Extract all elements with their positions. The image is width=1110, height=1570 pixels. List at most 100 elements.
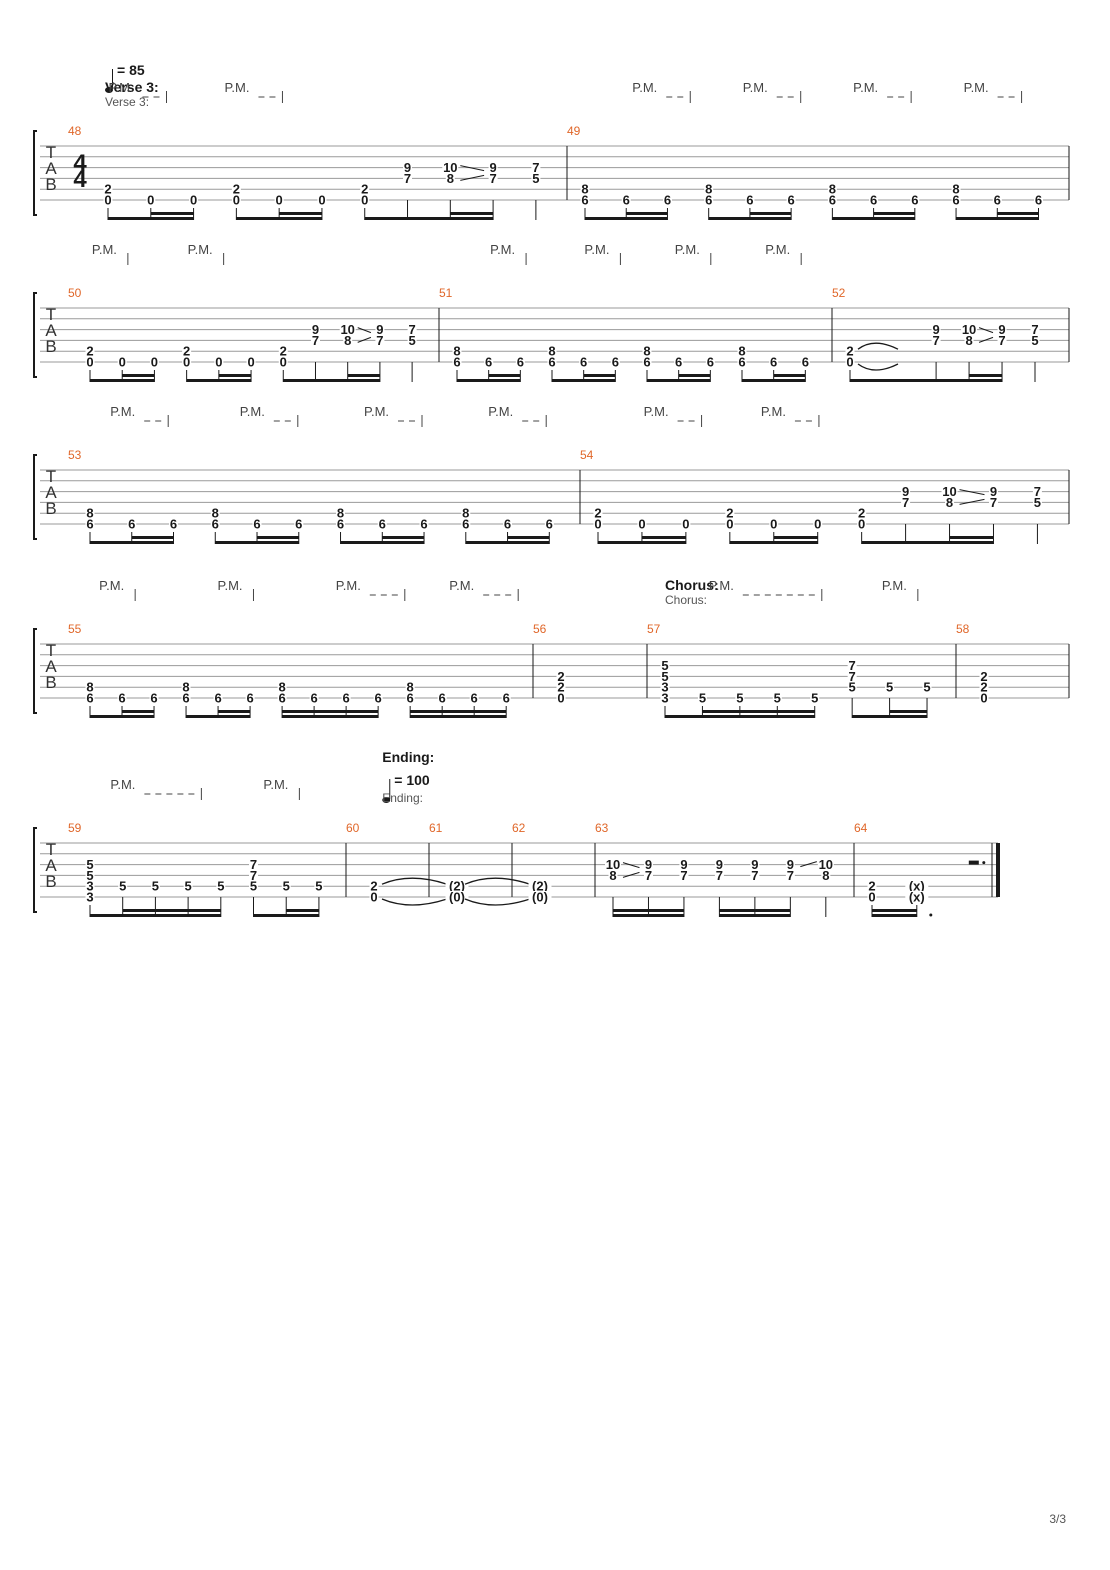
fret-number: 6 [581, 193, 588, 208]
fret-bg [146, 194, 156, 206]
slide-line [622, 871, 640, 878]
fret-bg [642, 345, 652, 358]
fret-bg [377, 518, 387, 530]
fret-bg [931, 334, 941, 347]
fret-number: 9 [932, 322, 939, 337]
beam [215, 541, 258, 544]
palm-mute-label: P.M. [364, 404, 389, 419]
fret-number: 2 [86, 344, 93, 359]
fret-bg [85, 891, 95, 903]
fret-bg [997, 334, 1007, 347]
fret-number: 5 [86, 868, 93, 883]
fret-bg [951, 194, 961, 206]
fret-number: 8 [738, 344, 745, 359]
fret-bg [800, 356, 810, 368]
beam-secondary [382, 536, 425, 539]
fret-number: 6 [994, 193, 1001, 208]
fret-bg [857, 518, 867, 530]
beam [279, 217, 322, 220]
fret-number: 10 [942, 484, 956, 499]
fret-bg [901, 496, 911, 509]
tie-arc [857, 363, 899, 371]
beam [773, 379, 806, 382]
fret-bg [317, 194, 327, 206]
fret-bg [360, 183, 370, 196]
fret-number: 5 [736, 691, 743, 706]
fret-bg [118, 880, 128, 893]
fret-number: 8 [822, 868, 829, 883]
section-title: Ending: [382, 749, 434, 765]
tab-clef-letter: B [45, 499, 56, 518]
fret-number: 6 [471, 691, 478, 706]
tab-clef-letter: B [45, 872, 56, 891]
beam [122, 379, 155, 382]
fret-bg [827, 183, 837, 196]
fret-number: 0 [361, 193, 368, 208]
fret-bg [637, 518, 647, 530]
fret-bg [660, 670, 670, 683]
fret-bg [964, 334, 974, 347]
beam-secondary [122, 374, 155, 377]
beam [956, 217, 998, 220]
fret-number: 2 [280, 344, 287, 359]
fret-number: 5 [86, 857, 93, 872]
palm-mute-label: P.M. [110, 404, 135, 419]
section-subtitle: Verse 3: [105, 95, 149, 109]
fret-number: 6 [546, 517, 553, 532]
slide-line [978, 336, 994, 343]
fret-bg [182, 356, 192, 368]
beam-secondary [613, 909, 684, 912]
fret-bg [1032, 496, 1042, 509]
fret-number: 0 [858, 517, 865, 532]
slide-line [959, 498, 985, 505]
beam-secondary [279, 212, 322, 215]
fret-number: 6 [420, 517, 427, 532]
fret-number: 8 [581, 182, 588, 197]
fret-bg [189, 194, 199, 206]
fret-number: 3 [86, 879, 93, 894]
fret-bg [867, 891, 877, 903]
fret-bg [336, 518, 346, 530]
fret-number: 10 [340, 322, 354, 337]
palm-mute-label: P.M. [853, 80, 878, 95]
fret-number: 6 [375, 691, 382, 706]
tab-clef-letter: B [45, 175, 56, 194]
palm-mute-label: P.M. [217, 578, 242, 593]
measure-number: 62 [512, 821, 526, 835]
fret-number: 0 [183, 355, 190, 370]
fret-bg [910, 194, 920, 206]
fret-bg [660, 659, 670, 672]
fret-bg [988, 485, 998, 498]
fret-number: 5 [661, 669, 668, 684]
fret-bg [531, 161, 541, 174]
fret-bg [737, 345, 747, 358]
palm-mute-label: P.M. [761, 404, 786, 419]
fret-number: 5 [923, 680, 930, 695]
fret-number: 2 [104, 182, 111, 197]
fret-number: 7 [250, 857, 257, 872]
fret-bg [515, 356, 525, 368]
beam-secondary [872, 909, 917, 912]
fret-number: 5 [1031, 333, 1038, 348]
beam [647, 379, 679, 382]
fret-number: 5 [283, 879, 290, 894]
tempo-marking: = 85 [117, 62, 145, 78]
fret-number: 7 [998, 333, 1005, 348]
beam [852, 715, 890, 718]
fret-bg [785, 858, 795, 871]
tab-clef-letter: A [45, 856, 57, 875]
fret-bg [213, 692, 223, 704]
fret-number: 6 [503, 691, 510, 706]
fret-bg [745, 194, 755, 206]
beam [283, 379, 316, 382]
fret-bg [341, 692, 351, 704]
palm-mute-label: P.M. [632, 80, 657, 95]
fret-number: 6 [295, 517, 302, 532]
section-title: Verse 3: [105, 79, 159, 95]
beam-secondary [641, 536, 686, 539]
fret-bg [979, 692, 989, 704]
fret-bg [369, 880, 379, 893]
fret-number: 0 [247, 355, 254, 370]
fret-bg [714, 858, 724, 871]
fret-number: 7 [1034, 484, 1041, 499]
